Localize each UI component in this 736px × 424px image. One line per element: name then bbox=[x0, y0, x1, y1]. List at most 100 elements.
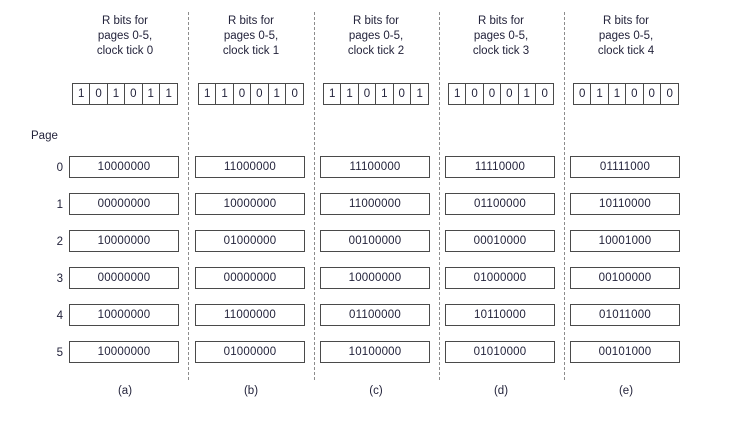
r-bit-cell: 1 bbox=[269, 84, 286, 104]
row-label-4: 4 bbox=[56, 310, 63, 322]
r-bit-cell: 1 bbox=[591, 84, 609, 104]
r-bit-cell: 0 bbox=[90, 84, 108, 104]
counter-box: 11100000 bbox=[320, 156, 430, 178]
column-separator-2 bbox=[314, 12, 315, 380]
r-bits-strip-c: 1 1 0 1 0 1 bbox=[323, 83, 430, 105]
counter-box: 11000000 bbox=[320, 193, 430, 215]
counter-box: 10000000 bbox=[69, 341, 179, 363]
r-bit-cell: 0 bbox=[666, 88, 673, 100]
column-header-b: R bits for pages 0-5, clock tick 1 bbox=[195, 14, 307, 59]
header-line-3: clock tick 0 bbox=[96, 45, 154, 57]
column-header-a: R bits for pages 0-5, clock tick 0 bbox=[69, 14, 181, 59]
counter-box: 01100000 bbox=[445, 193, 555, 215]
page-column-label: Page bbox=[31, 130, 58, 142]
counter-box: 01011000 bbox=[570, 304, 680, 326]
r-bit-cell: 1 bbox=[108, 84, 126, 104]
column-caption-a: (a) bbox=[117, 385, 133, 397]
counter-box: 00010000 bbox=[445, 230, 555, 252]
counter-box: 00100000 bbox=[320, 230, 430, 252]
counter-box: 10000000 bbox=[69, 304, 179, 326]
r-bit-cell: 0 bbox=[466, 84, 484, 104]
r-bit-cell: 1 bbox=[165, 88, 172, 100]
counter-box: 01000000 bbox=[195, 230, 305, 252]
r-bits-strip-b: 1 1 0 0 1 0 bbox=[198, 83, 305, 105]
r-bit-cell: 0 bbox=[574, 84, 592, 104]
counter-box: 10000000 bbox=[69, 230, 179, 252]
counter-box: 10110000 bbox=[570, 193, 680, 215]
r-bits-strip-a: 1 0 1 0 1 1 bbox=[72, 83, 179, 105]
r-bit-cell: 1 bbox=[416, 88, 423, 100]
counter-box: 01100000 bbox=[320, 304, 430, 326]
column-caption-b: (b) bbox=[243, 385, 259, 397]
counter-box: 10000000 bbox=[69, 156, 179, 178]
column-header-e: R bits for pages 0-5, clock tick 4 bbox=[570, 14, 682, 59]
counter-box: 01000000 bbox=[195, 341, 305, 363]
row-label-3: 3 bbox=[56, 273, 63, 285]
header-line-3: clock tick 3 bbox=[472, 45, 530, 57]
r-bit-cell: 1 bbox=[609, 84, 627, 104]
header-line-1: R bits for bbox=[602, 15, 649, 27]
r-bit-cell: 1 bbox=[341, 84, 359, 104]
r-bit-cell: 1 bbox=[376, 84, 394, 104]
column-caption-d: (d) bbox=[493, 385, 509, 397]
r-bits-strip-d: 1 0 0 0 1 0 bbox=[448, 83, 555, 105]
header-line-1: R bits for bbox=[352, 15, 399, 27]
counter-box: 10001000 bbox=[570, 230, 680, 252]
counter-box: 11000000 bbox=[195, 156, 305, 178]
counter-box: 01111000 bbox=[570, 156, 680, 178]
row-label-5: 5 bbox=[56, 347, 63, 359]
header-line-2: pages 0-5, bbox=[598, 30, 654, 42]
r-bit-cell: 0 bbox=[644, 84, 661, 104]
r-bit-cell: 1 bbox=[216, 84, 234, 104]
counter-box: 00000000 bbox=[69, 193, 179, 215]
column-header-c: R bits for pages 0-5, clock tick 2 bbox=[320, 14, 432, 59]
r-bit-cell: 0 bbox=[125, 84, 143, 104]
header-line-3: clock tick 1 bbox=[222, 45, 280, 57]
counter-box: 11000000 bbox=[195, 304, 305, 326]
header-line-3: clock tick 4 bbox=[597, 45, 655, 57]
r-bit-cell: 0 bbox=[234, 84, 252, 104]
counter-box: 11110000 bbox=[445, 156, 555, 178]
counter-box: 10000000 bbox=[320, 267, 430, 289]
column-caption-e: (e) bbox=[618, 385, 634, 397]
column-separator-4 bbox=[564, 12, 565, 380]
r-bit-cell: 1 bbox=[143, 84, 160, 104]
r-bit-cell: 0 bbox=[484, 84, 502, 104]
header-line-2: pages 0-5, bbox=[473, 30, 529, 42]
counter-box: 00101000 bbox=[570, 341, 680, 363]
r-bit-cell: 1 bbox=[199, 84, 217, 104]
r-bit-cell: 0 bbox=[291, 88, 298, 100]
row-label-1: 1 bbox=[56, 199, 63, 211]
column-caption-c: (c) bbox=[369, 385, 383, 397]
counter-box: 01010000 bbox=[445, 341, 555, 363]
r-bit-cell: 0 bbox=[251, 84, 269, 104]
header-line-2: pages 0-5, bbox=[223, 30, 279, 42]
counter-box: 10100000 bbox=[320, 341, 430, 363]
r-bit-cell: 0 bbox=[626, 84, 644, 104]
counter-box: 10110000 bbox=[445, 304, 555, 326]
row-label-0: 0 bbox=[56, 162, 63, 174]
r-bit-cell: 1 bbox=[73, 84, 91, 104]
r-bit-cell: 0 bbox=[394, 84, 411, 104]
counter-box: 00000000 bbox=[69, 267, 179, 289]
counter-box: 10000000 bbox=[195, 193, 305, 215]
r-bits-strip-e: 0 1 1 0 0 0 bbox=[573, 83, 680, 105]
counter-box: 01000000 bbox=[445, 267, 555, 289]
header-line-1: R bits for bbox=[101, 15, 148, 27]
row-label-2: 2 bbox=[56, 236, 63, 248]
column-header-d: R bits for pages 0-5, clock tick 3 bbox=[445, 14, 557, 59]
counter-box: 00100000 bbox=[570, 267, 680, 289]
r-bit-cell: 0 bbox=[359, 84, 377, 104]
header-line-2: pages 0-5, bbox=[348, 30, 404, 42]
r-bit-cell: 0 bbox=[541, 88, 548, 100]
header-line-3: clock tick 2 bbox=[347, 45, 405, 57]
r-bit-cell: 1 bbox=[324, 84, 342, 104]
r-bit-cell: 1 bbox=[449, 84, 467, 104]
header-line-2: pages 0-5, bbox=[97, 30, 153, 42]
counter-box: 00000000 bbox=[195, 267, 305, 289]
r-bit-cell: 0 bbox=[501, 84, 519, 104]
column-separator-1 bbox=[188, 12, 189, 380]
header-line-1: R bits for bbox=[477, 15, 524, 27]
header-line-1: R bits for bbox=[227, 15, 274, 27]
